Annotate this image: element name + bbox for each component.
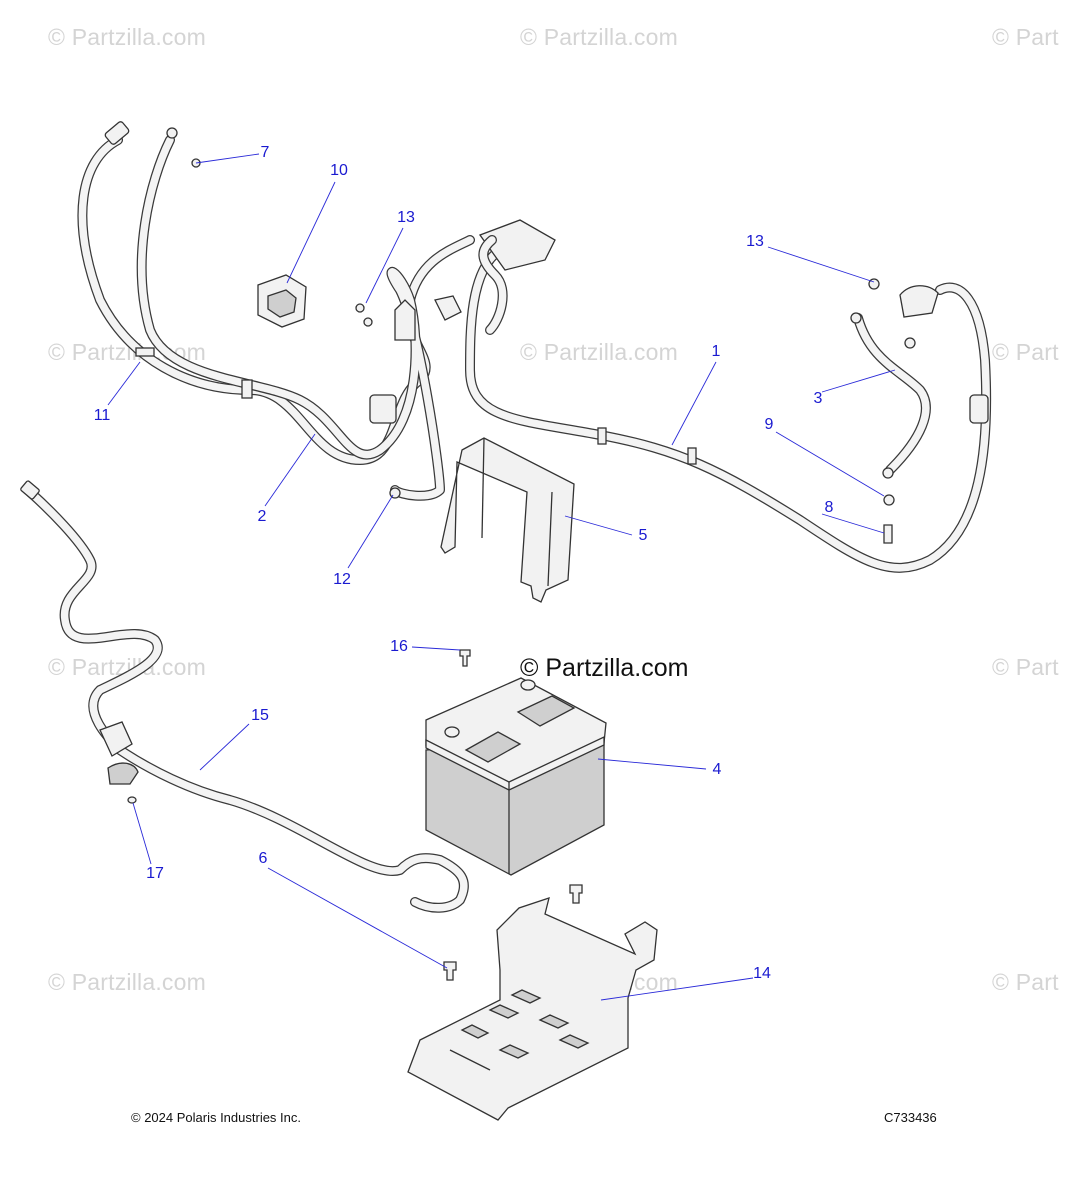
watermark: © Partzilla.com bbox=[48, 24, 206, 50]
bolt-6 bbox=[443, 961, 457, 981]
leader-lines bbox=[107, 153, 896, 1001]
relay-10[interactable] bbox=[257, 274, 307, 328]
battery-tray[interactable] bbox=[407, 897, 658, 1121]
callout-11[interactable]: 11 bbox=[93, 407, 111, 424]
callout-12[interactable]: 12 bbox=[333, 571, 351, 588]
callout-13-left[interactable]: 13 bbox=[397, 209, 415, 226]
cable-15-harness[interactable] bbox=[20, 480, 469, 913]
callout-7[interactable]: 7 bbox=[260, 144, 270, 161]
watermark: © Part bbox=[992, 24, 1059, 50]
callout-6[interactable]: 6 bbox=[258, 850, 268, 867]
callout-10[interactable]: 10 bbox=[330, 162, 348, 179]
callout-9[interactable]: 9 bbox=[764, 416, 774, 433]
diagram-id: C733436 bbox=[884, 1110, 937, 1125]
watermark: © Partzilla.com bbox=[520, 24, 678, 50]
partzilla-watermark: © Partzilla.com bbox=[520, 654, 689, 682]
watermark: © Part bbox=[992, 339, 1059, 365]
battery[interactable] bbox=[425, 677, 607, 876]
watermark: © Part bbox=[992, 654, 1059, 680]
cap-17 bbox=[127, 796, 137, 804]
callout-16[interactable]: 16 bbox=[390, 638, 408, 655]
callout-14[interactable]: 14 bbox=[753, 965, 771, 982]
watermark: © Partzilla.com bbox=[48, 969, 206, 995]
callout-3[interactable]: 3 bbox=[813, 390, 823, 407]
copyright-notice: © 2024 Polaris Industries Inc. bbox=[131, 1110, 301, 1125]
callout-8[interactable]: 8 bbox=[824, 499, 834, 516]
callout-15[interactable]: 15 bbox=[251, 707, 269, 724]
callout-13-right[interactable]: 13 bbox=[746, 233, 764, 250]
callout-2[interactable]: 2 bbox=[257, 508, 267, 525]
battery-holddown-bracket[interactable] bbox=[440, 437, 575, 603]
cable-1-harness[interactable] bbox=[465, 219, 992, 573]
watermark: © Partzilla.com bbox=[520, 339, 678, 365]
callout-5[interactable]: 5 bbox=[638, 527, 648, 544]
callout-1[interactable]: 1 bbox=[711, 343, 721, 360]
bolt-12 bbox=[389, 487, 401, 499]
bolt-16 bbox=[459, 649, 471, 667]
nut-9 bbox=[883, 494, 895, 506]
watermark: © Part bbox=[992, 969, 1059, 995]
callout-4[interactable]: 4 bbox=[712, 761, 722, 778]
bolt-8 bbox=[883, 524, 893, 544]
cable-3-ground-strap[interactable] bbox=[850, 312, 931, 479]
callout-17[interactable]: 17 bbox=[146, 865, 164, 882]
nut-13-left bbox=[355, 303, 365, 313]
cable-2-harness[interactable] bbox=[77, 121, 475, 501]
